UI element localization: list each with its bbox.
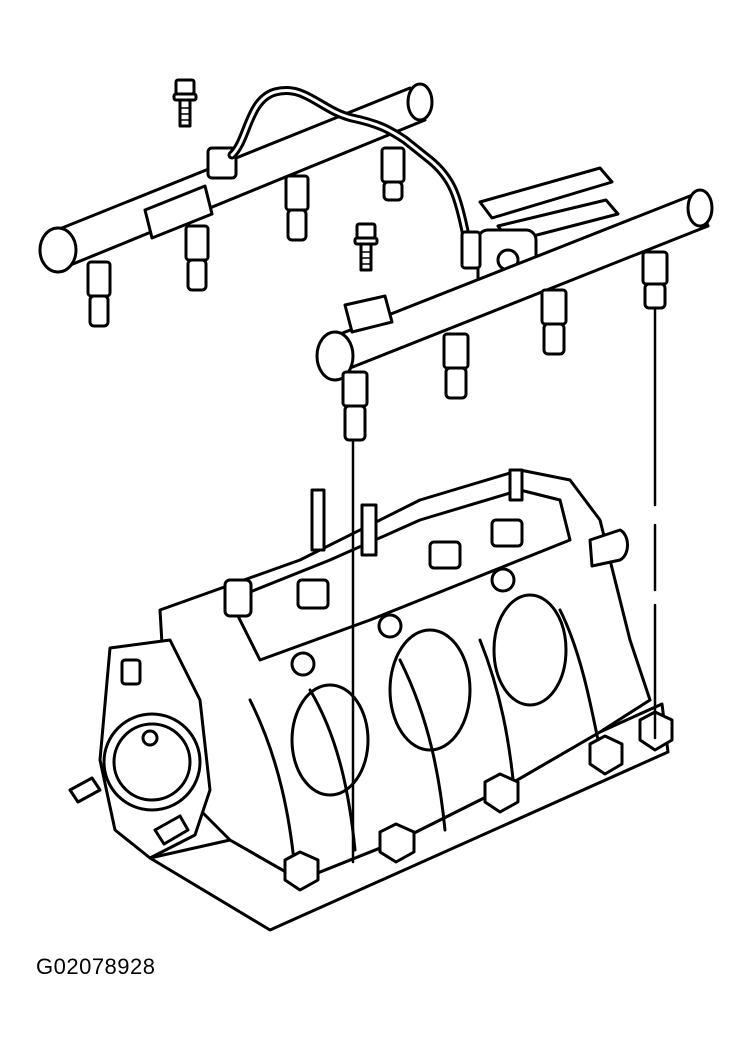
- manifold-bolt-1: [290, 651, 316, 677]
- manifold-runner-1: [248, 698, 297, 872]
- injector-body: [540, 288, 568, 326]
- manifold-body: [158, 468, 652, 882]
- injector-tip: [382, 180, 404, 202]
- fuel-rail-left-end-cap-front: [38, 226, 78, 274]
- fuel-injector: [284, 174, 310, 242]
- injector-tip: [88, 294, 110, 328]
- manifold-bolt-2: [377, 613, 403, 639]
- injector-boss-4: [588, 734, 624, 776]
- injector-body: [86, 260, 112, 298]
- throttle-tab: [120, 658, 142, 686]
- crossover-fuel-pipe-inner: [230, 89, 468, 238]
- fuel-rail-right: [315, 188, 714, 442]
- manifold-fitting-2: [310, 488, 326, 552]
- manifold-bolt-3: [490, 567, 516, 593]
- fuel-rail-right-end-cap-rear: [686, 188, 714, 228]
- throttle-nipple-bottom: [153, 814, 190, 846]
- fuel-rail-left-end-cap-rear: [406, 82, 434, 122]
- intake-manifold: [148, 468, 674, 932]
- throttle-bore-inner: [112, 722, 192, 802]
- fuel-injector: [341, 370, 369, 442]
- injector-tip: [542, 322, 566, 356]
- injector-body: [341, 370, 369, 408]
- injector-body: [380, 146, 406, 184]
- injector-tip: [286, 208, 308, 242]
- injector-tip: [643, 282, 667, 310]
- injector-body: [184, 224, 210, 262]
- manifold-block-2: [296, 578, 330, 610]
- figure-id: G02078928: [36, 954, 156, 979]
- injector-tip: [186, 258, 208, 292]
- bolt-head: [174, 78, 196, 96]
- manifold-outlet-pipe: [588, 528, 629, 568]
- injector-tip: [343, 404, 367, 442]
- fuel-rail-left-bracket: [143, 184, 214, 240]
- manifold-fitting-1: [360, 503, 378, 557]
- fuel-injector: [442, 332, 470, 400]
- rail-mounting-bolt: [353, 222, 379, 272]
- injector-body: [284, 174, 310, 212]
- manifold-block-3: [428, 540, 462, 570]
- manifold-bulge-3: [492, 593, 568, 707]
- manifold-fitting-3: [508, 468, 524, 502]
- throttle-bore-outer: [102, 712, 202, 812]
- manifold-block-1: [223, 578, 253, 618]
- throttle-nipple-left: [68, 776, 102, 804]
- fuel-rail-right-end-cap-front: [315, 330, 355, 382]
- fuel-injector: [641, 250, 669, 310]
- manifold-bulge-1: [290, 683, 370, 797]
- manifold-block-4: [490, 518, 524, 548]
- injector-body: [641, 250, 669, 286]
- injector-boss-2: [378, 822, 416, 864]
- throttle-shaft-boss: [141, 729, 159, 747]
- bolt-head: [355, 222, 377, 240]
- alignment-lines: [351, 306, 657, 864]
- bolt-shank: [178, 98, 192, 128]
- fuel-rail-right-bracket: [343, 294, 394, 334]
- manifold-bulge-2: [388, 628, 472, 752]
- fuel-injector: [184, 224, 210, 292]
- injector-body: [442, 332, 470, 370]
- injector-boss-3: [483, 772, 520, 814]
- fuel-injector: [540, 288, 568, 356]
- fuel-injector: [380, 146, 406, 202]
- throttle-body: [68, 638, 212, 860]
- fuel-pressure-regulator: [460, 166, 620, 290]
- fuel-rail-left: [38, 82, 434, 328]
- fuel-injector: [86, 260, 112, 328]
- bolt-shank: [359, 242, 373, 272]
- regulator-mount: [460, 230, 482, 270]
- fuel-feed-line-upper: [478, 166, 614, 220]
- injector-boss-1: [283, 850, 320, 892]
- injector-tip: [444, 366, 468, 400]
- rail-mounting-bolt: [172, 78, 198, 128]
- manifold-runner-5: [558, 608, 602, 752]
